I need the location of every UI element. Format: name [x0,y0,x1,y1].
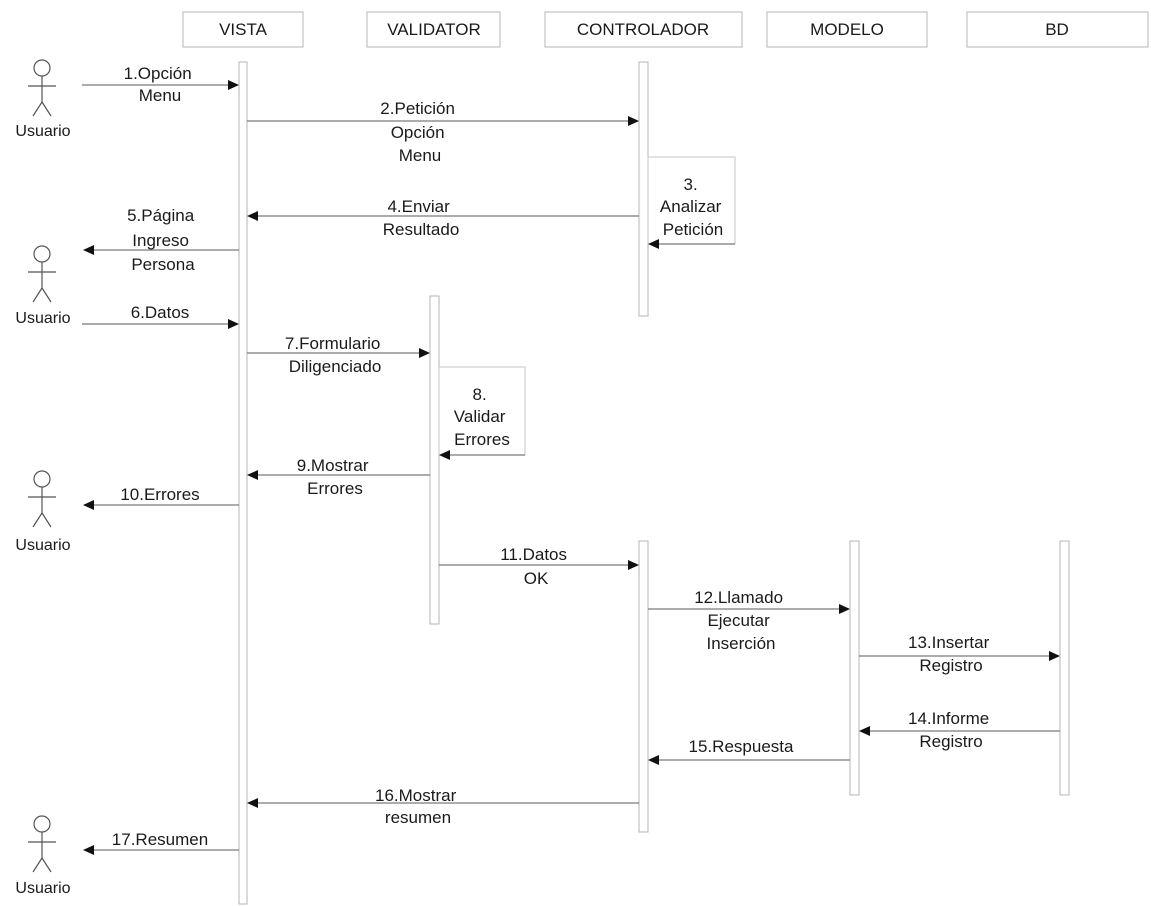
participant-modelo: MODELO [766,11,928,48]
message-label-m8: 8. Validar Errores [454,385,510,449]
arrow-m1 [82,80,239,90]
participant-validator-label: VALIDATOR [387,20,481,39]
activation-controlador-2 [638,540,649,833]
participant-bd-label: BD [1045,20,1069,39]
actor-usuario-2: Usuario [15,245,71,327]
message-label-m9: 9.Mostrar Errores [297,456,374,498]
lifeline-vista [238,61,248,905]
arrow-m10 [83,500,239,510]
message-arrows [82,80,1060,855]
arrow-m11 [439,560,639,570]
stick-figure-icon [28,470,56,528]
arrow-m17 [83,845,239,855]
self-call-boxes [438,156,736,456]
actor-usuario-3-label: Usuario [15,537,70,554]
message-label-m12: 12.Llamado Ejecutar Inserción [694,588,788,653]
arrow-m8 [439,450,525,460]
participant-controlador-label: CONTROLADOR [577,20,709,39]
actor-usuario-1: Usuario [15,59,71,140]
message-label-m5: 5.Página Ingreso Persona [127,206,199,274]
message-label-m11: 11.Datos OK [500,545,572,588]
actors: Usuario Usuario Usuario [15,59,71,897]
stick-figure-icon [28,59,56,117]
message-label-m13: 13.Insertar Registro [908,633,994,675]
self-call-box-m8 [438,366,526,456]
stick-figure-icon [28,815,56,873]
message-label-m17: 17.Resumen [112,830,208,849]
participant-headers: VISTA VALIDATOR CONTROLADOR MODELO BD [182,11,1149,48]
message-label-m16: 16.Mostrar resumen [375,786,461,827]
activation-validator [429,295,440,625]
participant-bd: BD [966,11,1149,48]
arrow-m7 [247,348,430,358]
arrow-m3 [648,239,735,249]
message-label-m6: 6.Datos [131,303,190,322]
self-call-box-m3 [647,156,736,245]
actor-usuario-4: Usuario [15,815,71,897]
activation-controlador-1 [638,61,649,317]
message-label-m14: 14.Informe Registro [908,709,994,751]
arrow-m2 [247,116,639,126]
actor-usuario-2-label: Usuario [15,310,70,327]
lifelines [238,61,1070,905]
actor-usuario-3: Usuario [15,470,71,554]
message-label-m7: 7.Formulario Diligenciado [285,334,385,376]
participant-modelo-label: MODELO [810,20,884,39]
arrow-m16 [247,798,639,808]
activation-modelo [849,540,860,796]
message-label-m4: 4.Enviar Resultado [383,197,460,239]
message-label-m1: 1.Opción Menu [124,64,197,105]
actor-usuario-1-label: Usuario [15,123,70,140]
arrow-m5 [83,245,239,255]
arrow-m9 [247,470,430,480]
participant-validator: VALIDATOR [366,11,501,48]
message-label-m10: 10.Errores [120,485,199,504]
message-label-m2: 2.Petición Opción Menu [380,99,459,165]
actor-usuario-4-label: Usuario [15,880,70,897]
arrow-m15 [648,755,850,765]
participant-vista: VISTA [182,11,304,48]
participant-vista-label: VISTA [219,20,268,39]
arrow-m13 [859,651,1060,661]
activation-bd [1059,540,1070,796]
arrow-m6 [82,319,239,329]
arrow-m14 [859,726,1060,736]
message-labels: 1.Opción Menu 2.Petición Opción Menu 3. … [112,64,994,849]
stick-figure-icon [28,245,56,303]
arrow-m12 [648,604,850,614]
message-label-m15: 15.Respuesta [689,737,794,756]
arrow-m4 [247,211,639,221]
message-label-m3: 3. Analizar Petición [660,175,726,239]
participant-controlador: CONTROLADOR [544,11,743,48]
